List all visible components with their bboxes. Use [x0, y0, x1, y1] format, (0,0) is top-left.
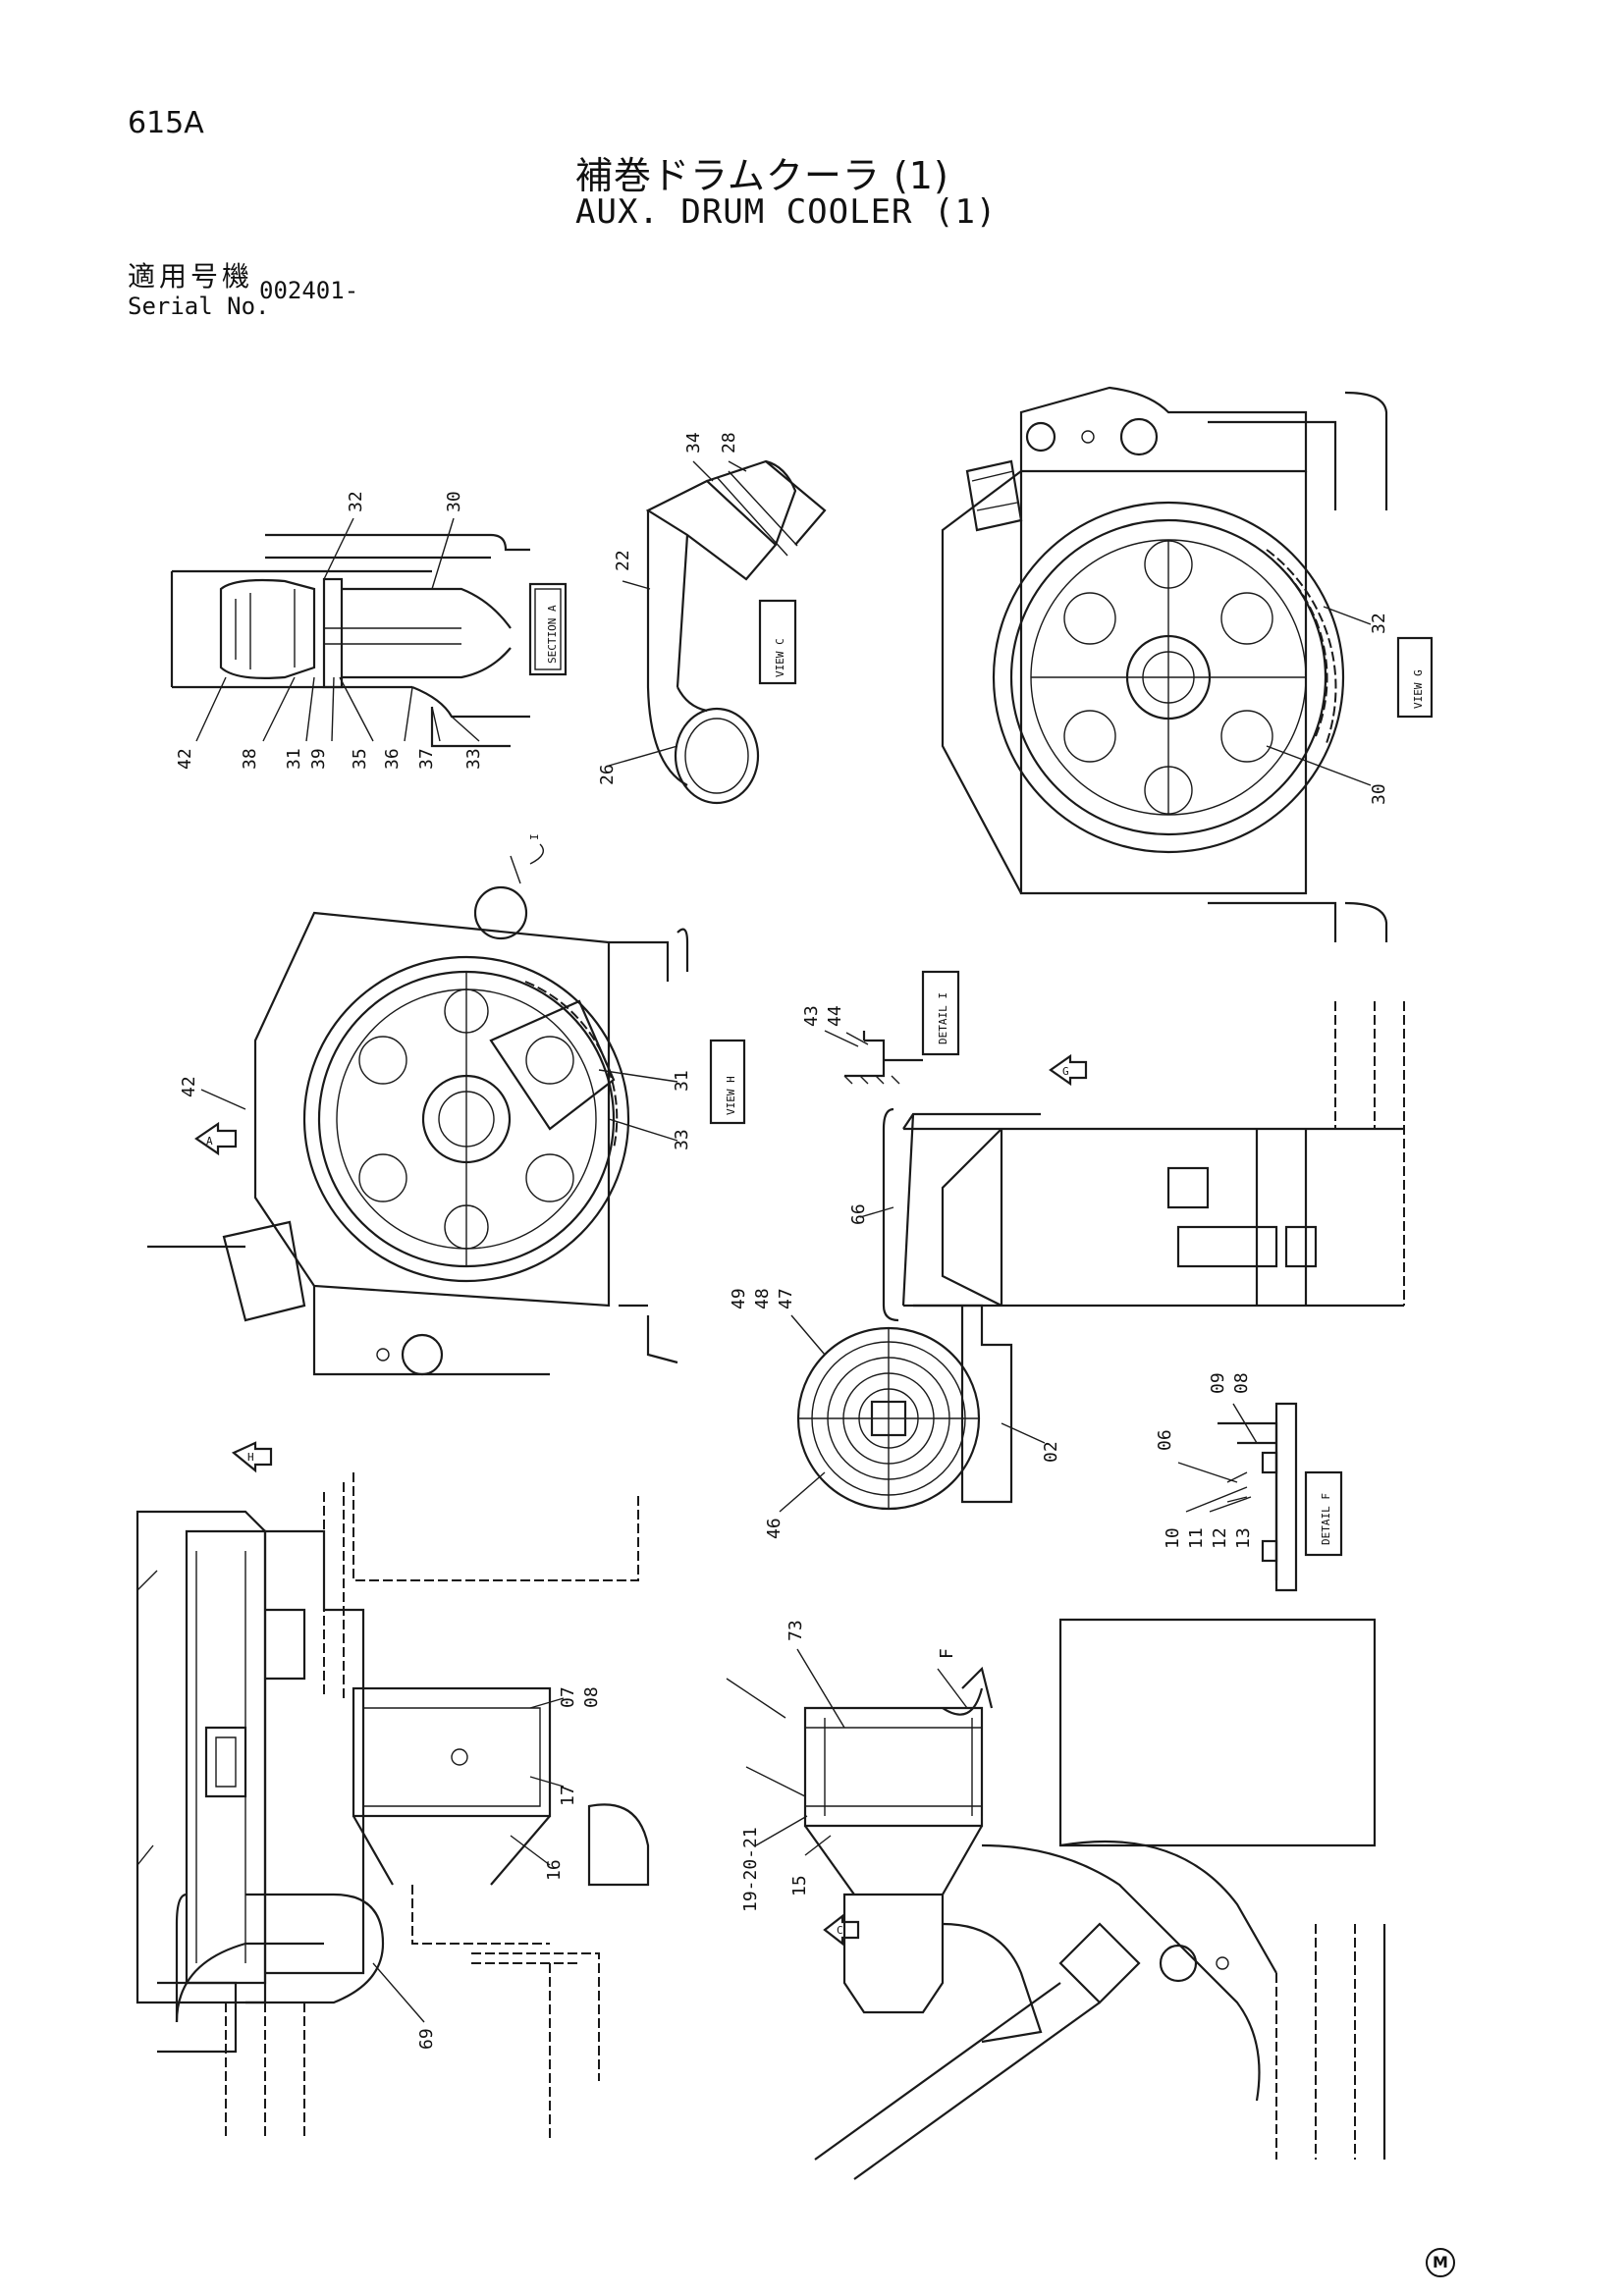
- callout-12: 12: [1210, 1527, 1230, 1549]
- page-title: AUX. DRUM COOLER (1): [575, 192, 998, 232]
- callout-10: 10: [1163, 1527, 1183, 1549]
- callout-42-h: 42: [179, 1076, 199, 1097]
- arrow-a-label: A: [206, 1135, 213, 1148]
- callout-30: 30: [444, 491, 464, 512]
- callout-42: 42: [175, 748, 195, 770]
- view-g-view: VIEW G 32 30: [941, 386, 1434, 942]
- bottom-left-view: H 07 08 17 16 69: [135, 1441, 650, 2140]
- view-c-view: VIEW C 34 28 22 26: [597, 432, 827, 805]
- callout-34: 34: [683, 432, 704, 454]
- callout-28: 28: [719, 432, 739, 454]
- callout-33: 33: [463, 748, 484, 770]
- callout-33-h: 33: [672, 1129, 692, 1150]
- view-c-label: VIEW C: [774, 638, 786, 677]
- arrow-i-label: I: [528, 833, 541, 840]
- view-h-view: A VIEW H 42 31 33 I: [147, 833, 746, 1376]
- detail-f-label: DETAIL F: [1320, 1493, 1332, 1545]
- callout-07: 07: [558, 1686, 578, 1708]
- callout-39: 39: [308, 748, 329, 770]
- callout-06: 06: [1155, 1429, 1175, 1451]
- serial-value: 002401-: [259, 277, 359, 304]
- detail-f-view: DETAIL F 06 09 08 10 11 12 13: [1155, 1372, 1343, 1592]
- detail-i-view: DETAIL I 43 44: [801, 970, 960, 1085]
- serial-label: Serial No.: [128, 293, 270, 320]
- manufacturer-mark: M: [1426, 2248, 1455, 2277]
- section-a-view: SECTION A 32 30 42 38 31 39 35 36 37 33: [170, 491, 568, 770]
- callout-35: 35: [350, 748, 370, 770]
- callout-47: 47: [776, 1288, 796, 1309]
- section-a-label: SECTION A: [546, 605, 559, 664]
- side-view: 66 49 48 47 46 02 G: [729, 1001, 1405, 1539]
- callout-36: 36: [382, 748, 403, 770]
- callout-44: 44: [825, 1005, 845, 1027]
- callout-38: 38: [240, 748, 260, 770]
- callout-32-g: 32: [1369, 613, 1389, 634]
- model-number: 615A: [128, 106, 204, 140]
- view-h-label: VIEW H: [725, 1076, 737, 1115]
- callout-73: 73: [785, 1620, 806, 1641]
- callout-22: 22: [613, 550, 633, 571]
- callout-08: 08: [1231, 1372, 1252, 1394]
- callout-49: 49: [729, 1288, 749, 1309]
- callout-09: 09: [1208, 1372, 1228, 1394]
- callout-69: 69: [416, 2028, 437, 2050]
- callout-02: 02: [1041, 1441, 1061, 1463]
- callout-17: 17: [558, 1785, 578, 1806]
- callout-08-bl: 08: [581, 1686, 602, 1708]
- arrow-h-label: H: [247, 1451, 254, 1464]
- bottom-right-view: C F 73 19-20-21 15: [726, 1618, 1386, 2180]
- callout-31-h: 31: [672, 1070, 692, 1092]
- callout-31: 31: [284, 748, 304, 770]
- callout-48: 48: [752, 1288, 773, 1309]
- callout-43: 43: [801, 1005, 822, 1027]
- callout-26: 26: [597, 764, 618, 785]
- callout-15: 15: [789, 1875, 810, 1896]
- callout-30-g: 30: [1369, 783, 1389, 805]
- arrow-c-label: C: [837, 1924, 843, 1937]
- serial-label-japanese: 適用号機: [128, 260, 254, 293]
- view-g-label: VIEW G: [1412, 669, 1425, 709]
- page-title-japanese: 補巻ドラムクーラ (1): [575, 154, 949, 197]
- arrow-g-label: G: [1062, 1065, 1069, 1078]
- callout-46: 46: [764, 1518, 785, 1539]
- callout-13: 13: [1233, 1527, 1254, 1549]
- arrow-f-label: F: [937, 1648, 957, 1659]
- callout-19-20-21: 19-20-21: [740, 1827, 761, 1912]
- detail-i-label: DETAIL I: [937, 992, 949, 1044]
- callout-37: 37: [416, 748, 437, 770]
- callout-32: 32: [346, 491, 366, 512]
- callout-66: 66: [848, 1203, 869, 1225]
- callout-11: 11: [1186, 1527, 1207, 1549]
